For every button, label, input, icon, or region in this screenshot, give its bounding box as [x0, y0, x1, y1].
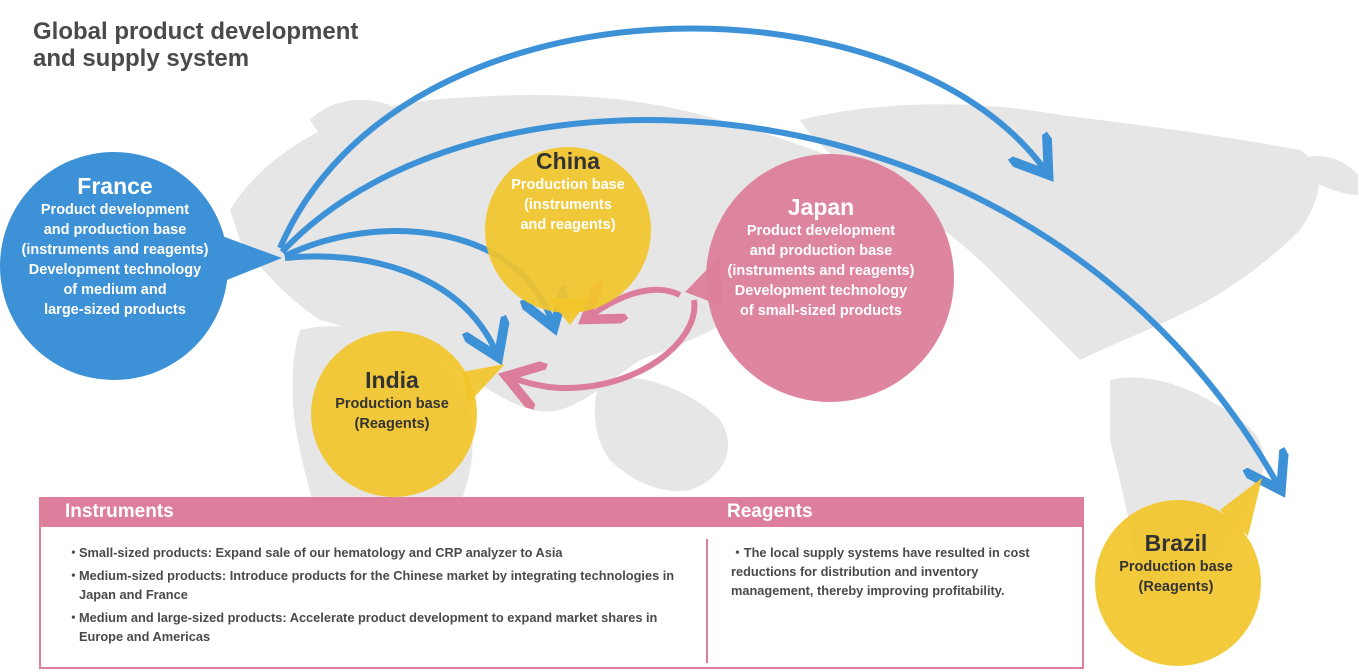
node-france-name: France [77, 173, 153, 199]
reagents-text: ・The local supply systems have resulted … [731, 545, 1030, 598]
node-france-line: large-sized products [44, 302, 186, 318]
node-brazil: Brazil Production base (Reagents) [1101, 529, 1251, 597]
node-france-line: Product development [40, 202, 190, 218]
reagents-heading: Reagents [727, 501, 813, 522]
node-brazil-line: (Reagents) [1138, 579, 1214, 595]
arrow-france-to-brazil [279, 117, 1278, 485]
bubble-japan-shape [685, 154, 954, 402]
node-japan-name: Japan [787, 194, 855, 220]
panel-divider [706, 539, 708, 663]
node-japan-line: (instruments and reagents) [727, 263, 915, 279]
node-japan-line: Development technology [734, 283, 908, 299]
node-france-line: of medium and [63, 282, 167, 298]
node-china-name: China [536, 148, 600, 174]
arrow-france-to-north-america [277, 25, 1045, 250]
node-japan-line: and production base [749, 243, 893, 259]
title-line-1: Global product development [33, 18, 359, 45]
strategy-panel: Instruments Reagents Small-sized product… [39, 497, 1084, 669]
arrow-france-to-india [284, 253, 496, 352]
node-japan-line: Product development [746, 223, 896, 239]
title-line-2: and supply system [33, 45, 250, 72]
instruments-list-item: Medium and large-sized products: Acceler… [61, 608, 701, 646]
bubble-china-shape [485, 147, 651, 325]
arrow-japan-to-india [512, 299, 698, 388]
bubble-france-shape [0, 152, 282, 380]
instruments-list-item: Medium-sized products: Introduce product… [61, 566, 701, 604]
diagram-title: Global product development and supply sy… [33, 18, 358, 72]
node-china-line: (instruments [524, 197, 612, 213]
panel-header-bar [39, 497, 1084, 527]
node-brazil-name: Brazil [1144, 530, 1208, 556]
node-france-line: and production base [43, 222, 187, 238]
instruments-heading: Instruments [65, 501, 174, 522]
node-india: India Production base (Reagents) [312, 366, 472, 434]
node-japan-line: of small-sized products [740, 303, 902, 319]
node-china: China Production base (instruments and r… [488, 147, 648, 235]
node-france-line: (instruments and reagents) [21, 242, 209, 258]
node-france-line: Development technology [28, 262, 202, 278]
node-china-line: Production base [511, 177, 625, 193]
instruments-list: Small-sized products: Expand sale of our… [61, 543, 701, 650]
instruments-list-item: Small-sized products: Expand sale of our… [61, 543, 701, 562]
node-india-line: Production base [335, 396, 449, 412]
node-india-line: (Reagents) [354, 416, 430, 432]
bubble-brazil-shape [1095, 478, 1262, 666]
node-china-line: and reagents) [520, 217, 616, 233]
node-brazil-line: Production base [1119, 559, 1233, 575]
node-india-name: India [365, 367, 419, 393]
node-france: France Product development and productio… [0, 172, 230, 320]
node-japan: Japan Product development and production… [706, 193, 936, 321]
bubble-india-shape [311, 331, 505, 497]
arrow-japan-to-china [590, 290, 682, 316]
